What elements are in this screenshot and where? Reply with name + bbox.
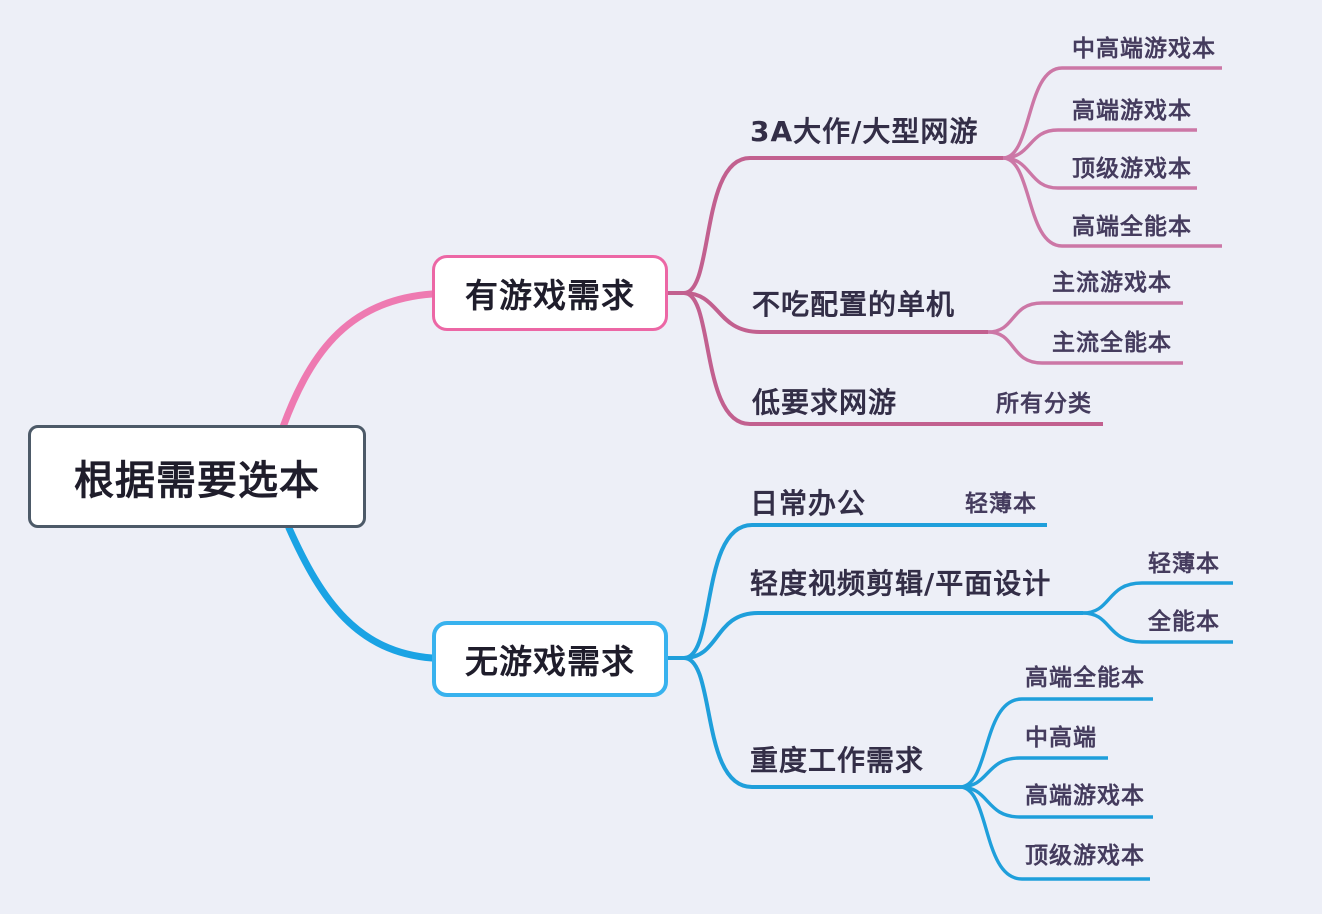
link-singleplayer-leaf1	[987, 301, 1183, 334]
leaf-thin-light-laptop-2[interactable]: 轻薄本	[1148, 551, 1220, 577]
link-gaming-aaa	[683, 156, 1003, 295]
topic-daily-office[interactable]: 日常办公	[750, 487, 867, 520]
link-aaa-leaf1	[1002, 66, 1222, 160]
link-lightedit-leaf1	[1082, 581, 1233, 615]
link-aaa-leaf2	[1002, 128, 1197, 160]
link-heavywork-leaf4	[959, 785, 1150, 881]
topic-heavy-work[interactable]: 重度工作需求	[750, 744, 925, 777]
link-heavywork-leaf2	[959, 756, 1108, 789]
leaf-allround-laptop[interactable]: 全能本	[1148, 609, 1220, 635]
link-nogaming-heavywork	[683, 656, 960, 789]
leaf-highend-allround-laptop-2[interactable]: 高端全能本	[1025, 665, 1145, 691]
root-node[interactable]: 根据需要选本	[28, 425, 366, 528]
branch-node-gaming[interactable]: 有游戏需求	[432, 255, 668, 331]
leaf-midhigh[interactable]: 中高端	[1025, 725, 1097, 751]
leaf-all-categories[interactable]: 所有分类	[996, 391, 1092, 417]
leaf-highend-gaming-laptop-2[interactable]: 高端游戏本	[1025, 783, 1145, 809]
branch-gaming-label: 有游戏需求	[465, 276, 635, 315]
topic-low-req-online[interactable]: 低要求网游	[752, 386, 898, 419]
leaf-highend-gaming-laptop[interactable]: 高端游戏本	[1072, 98, 1192, 124]
link-heavywork-leaf3	[959, 785, 1153, 819]
branch-no-gaming-label: 无游戏需求	[465, 642, 635, 681]
leaf-top-gaming-laptop-2[interactable]: 顶级游戏本	[1025, 843, 1145, 869]
link-nogaming-lightedit	[683, 611, 1083, 660]
link-lightedit-leaf2	[1082, 611, 1233, 644]
leaf-top-gaming-laptop[interactable]: 顶级游戏本	[1072, 156, 1192, 182]
leaf-thin-light-laptop[interactable]: 轻薄本	[965, 491, 1037, 517]
topic-aaa-games[interactable]: 3A大作/大型网游	[750, 115, 979, 148]
link-gaming-lowreq	[683, 291, 1103, 426]
root-node-label: 根据需要选本	[74, 457, 320, 504]
topic-light-video-design[interactable]: 轻度视频剪辑/平面设计	[750, 567, 1052, 600]
leaf-midhigh-gaming-laptop[interactable]: 中高端游戏本	[1072, 36, 1216, 62]
leaf-mainstream-gaming-laptop[interactable]: 主流游戏本	[1052, 270, 1172, 296]
link-root-gaming	[279, 290, 436, 431]
link-aaa-leaf4	[1002, 156, 1222, 248]
leaf-highend-allround-laptop[interactable]: 高端全能本	[1072, 214, 1192, 240]
branch-node-no-gaming[interactable]: 无游戏需求	[432, 621, 668, 697]
topic-singleplayer[interactable]: 不吃配置的单机	[752, 288, 956, 321]
link-root-nogaming	[285, 524, 436, 662]
link-singleplayer-leaf2	[987, 330, 1183, 365]
link-heavywork-leaf1	[959, 697, 1153, 789]
leaf-mainstream-allround-laptop[interactable]: 主流全能本	[1052, 330, 1172, 356]
link-nogaming-office	[683, 523, 1047, 660]
link-gaming-singleplayer	[683, 291, 988, 334]
